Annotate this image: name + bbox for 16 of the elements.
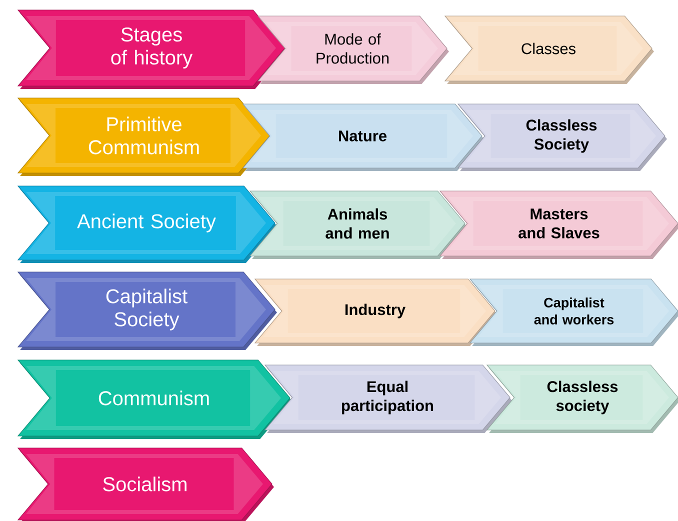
chevron-box: Stages of history [17,10,287,89]
chevron-box: Socialism [17,448,274,521]
chevron-box: Classless society [486,364,678,433]
chevron-box: Nature [242,104,484,171]
chevron-box: Animals and men [249,190,467,259]
chevron-box: Classes [444,16,654,84]
chevron-box: Capitalist and workers [469,278,678,346]
chevron-box: Equal participation [264,364,512,433]
chevron-box: Mode of Production [257,16,449,84]
chevron-box: Industry [254,278,497,346]
chevron-box: Classless Society [457,104,667,171]
chevron-box: Primitive Communism [17,98,272,176]
chevron-box: Ancient Society [17,186,277,263]
chevron-box: Communism [17,360,292,439]
chevron-box: Capitalist Society [17,272,277,350]
chevron-box: Masters and Slaves [439,190,678,259]
